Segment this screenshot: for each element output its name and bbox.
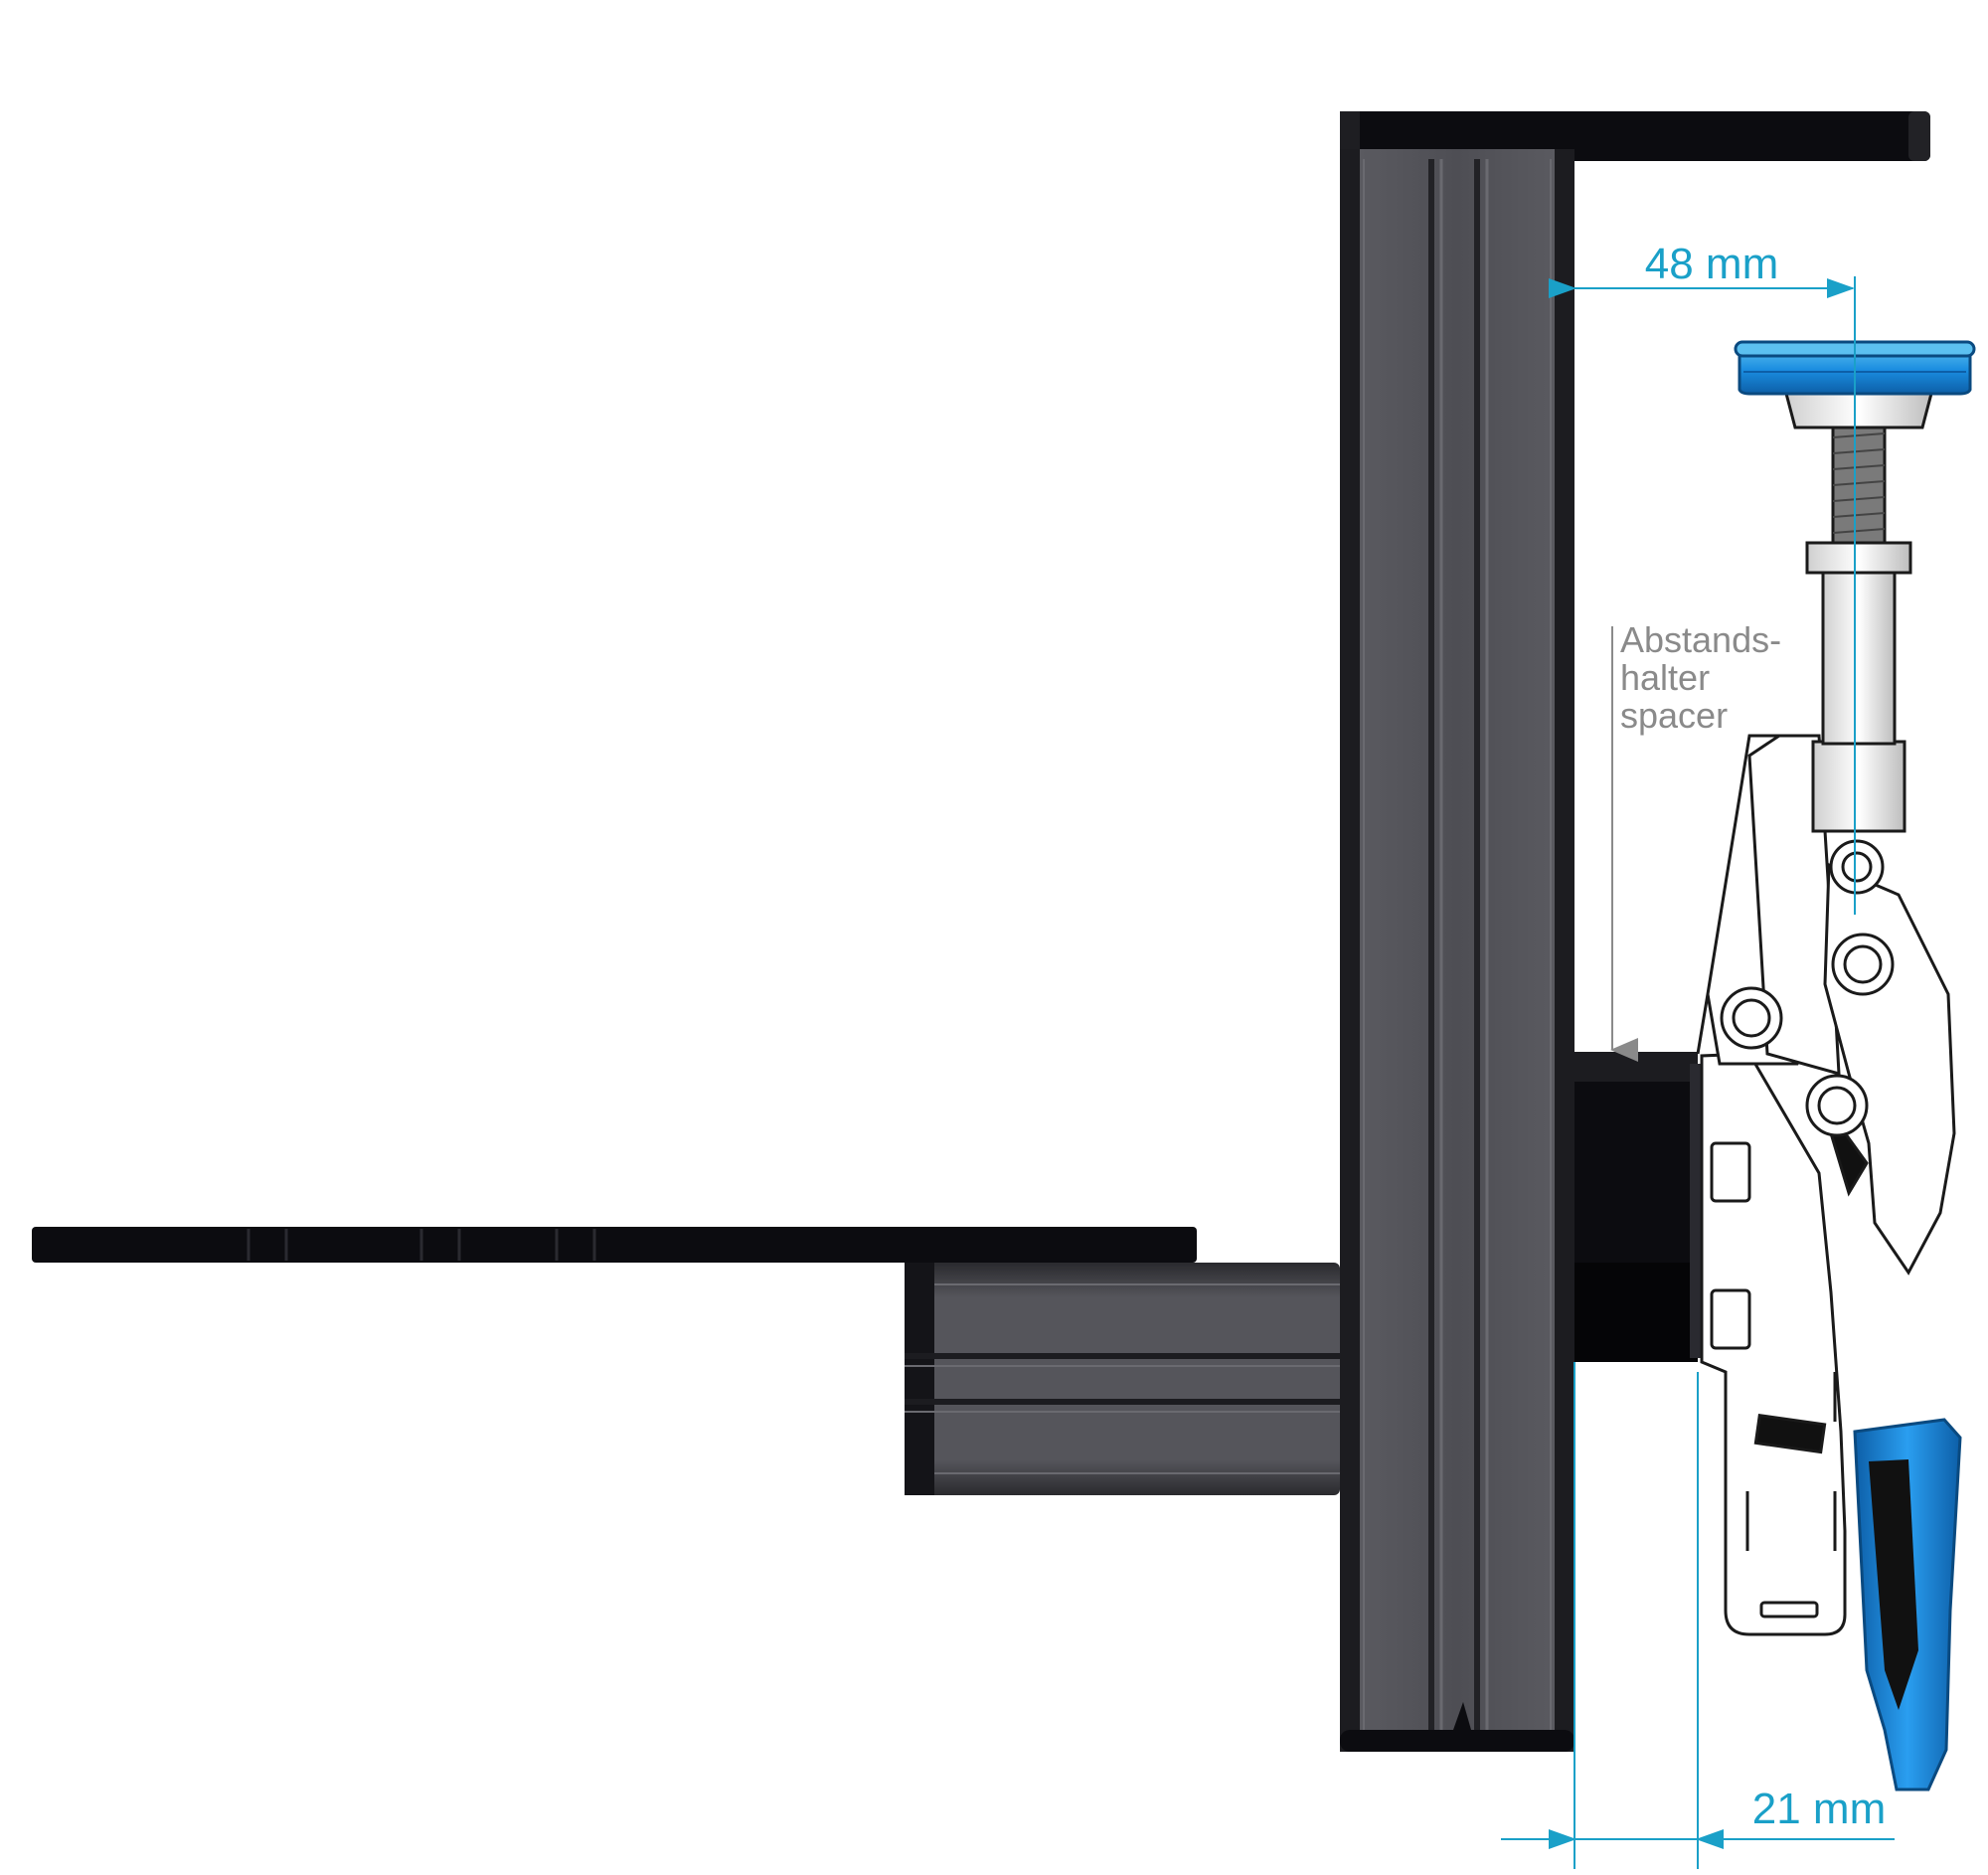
annotation-line-1: Abstands- [1620, 619, 1781, 660]
vertical-profile [1340, 149, 1574, 1752]
top-mounting-plate [1340, 111, 1930, 161]
spacer-annotation: Abstands- halter spacer [1610, 619, 1781, 1062]
annotation-line-2: halter [1620, 657, 1710, 698]
toggle-clamp [1696, 734, 1962, 1791]
dimension-48mm: 48 mm [1549, 240, 1855, 298]
annotation-line-3: spacer [1620, 695, 1728, 736]
horizontal-profile [905, 1263, 1340, 1495]
dimension-48mm-label: 48 mm [1645, 240, 1778, 288]
spacer-block [1574, 1052, 1702, 1362]
dimension-21mm-label: 21 mm [1752, 1785, 1886, 1833]
left-horizontal-plate [32, 1227, 1197, 1263]
dimension-21mm: 21 mm [1501, 1362, 1895, 1869]
